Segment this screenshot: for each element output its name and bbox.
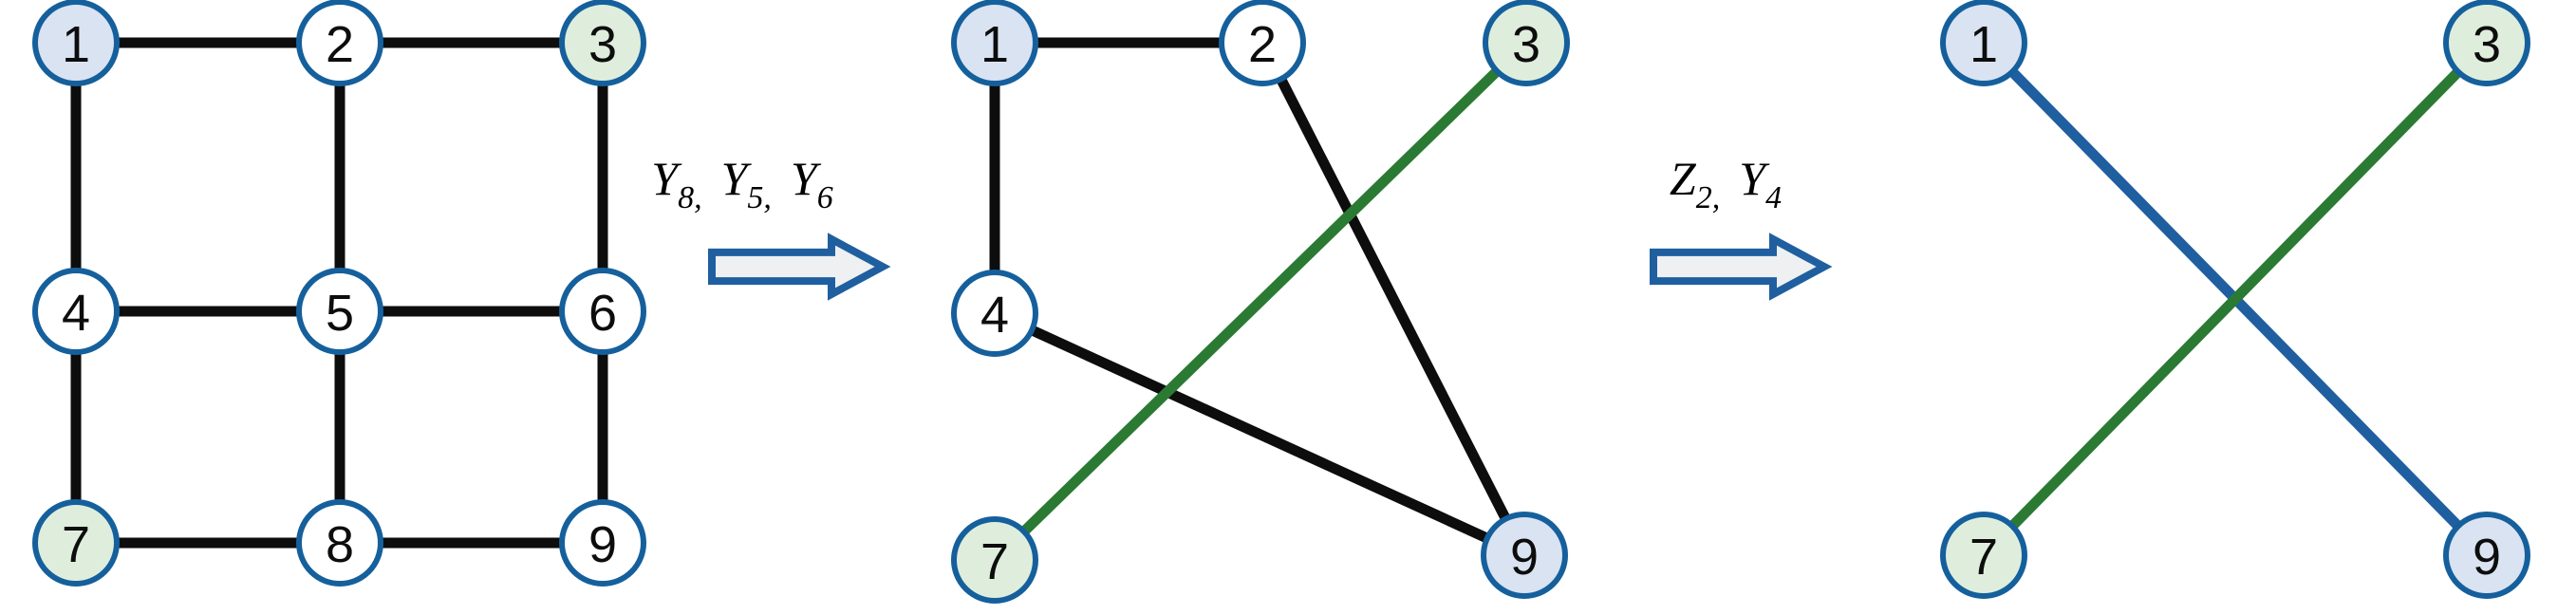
- transition-y8-y5-y6: Y8, Y5, Y6: [651, 152, 891, 301]
- node-label: 4: [62, 285, 90, 342]
- graph-node-6[interactable]: 6: [559, 268, 646, 355]
- transition-label: Z2, Y4: [1670, 152, 1782, 215]
- node-label: 1: [980, 16, 1009, 73]
- node-circle: [951, 0, 1038, 86]
- node-label: 9: [1510, 529, 1539, 586]
- node-circle: [559, 499, 646, 587]
- node-circle: [951, 270, 1038, 357]
- node-label: 1: [62, 16, 90, 73]
- graph-edge-m4-m9: [1028, 325, 1491, 544]
- transition-z2-y4: Z2, Y4: [1650, 152, 1833, 301]
- node-circle: [1219, 0, 1306, 86]
- node-circle: [32, 499, 120, 587]
- graph-node-3[interactable]: 3: [1483, 0, 1570, 86]
- graph-node-7[interactable]: 7: [32, 499, 120, 587]
- node-circle: [32, 0, 120, 86]
- graph-node-4[interactable]: 4: [32, 268, 120, 355]
- graph-edge-r3-r7: [2007, 66, 2464, 531]
- node-label: 3: [1512, 16, 1540, 73]
- graph-node-8[interactable]: 8: [296, 499, 383, 587]
- node-label: 2: [1248, 16, 1277, 73]
- node-label: 7: [62, 516, 90, 573]
- graph-edge-m3-m7: [1018, 65, 1503, 537]
- node-circle: [1483, 0, 1570, 86]
- transition-arrow-icon: [1650, 233, 1833, 301]
- nodes-layer: 1 2 3 4 5 6 7 8 9 1 2 3 4 7 9 1 3 7 9: [32, 0, 2530, 604]
- node-circle: [296, 499, 383, 587]
- node-circle: [296, 0, 383, 86]
- graph-node-1[interactable]: 1: [32, 0, 120, 86]
- node-label: 7: [1969, 529, 1998, 586]
- transition-arrow-icon: [708, 233, 891, 301]
- node-label: 4: [980, 287, 1009, 344]
- graph-node-7[interactable]: 7: [951, 516, 1038, 604]
- graph-node-9[interactable]: 9: [2443, 512, 2530, 599]
- graph-node-3[interactable]: 3: [559, 0, 646, 86]
- node-label: 9: [2473, 529, 2501, 586]
- graph-node-2[interactable]: 2: [296, 0, 383, 86]
- node-label: 2: [326, 16, 354, 73]
- node-label: 7: [980, 533, 1009, 590]
- node-circle: [1940, 0, 2027, 86]
- transitions-layer: Y8, Y5, Y6 Z2, Y4: [651, 152, 1833, 301]
- graph-node-9[interactable]: 9: [1481, 512, 1568, 599]
- graph-node-1[interactable]: 1: [951, 0, 1038, 86]
- node-circle: [2443, 0, 2530, 86]
- node-circle: [1940, 512, 2027, 599]
- node-label: 6: [588, 285, 617, 342]
- node-label: 5: [326, 285, 354, 342]
- node-circle: [1481, 512, 1568, 599]
- node-circle: [32, 268, 120, 355]
- graph-node-2[interactable]: 2: [1219, 0, 1306, 86]
- graph-node-1[interactable]: 1: [1940, 0, 2027, 86]
- node-circle: [559, 268, 646, 355]
- node-label: 8: [326, 516, 354, 573]
- graph-node-7[interactable]: 7: [1940, 512, 2027, 599]
- node-circle: [951, 516, 1038, 604]
- graph-node-5[interactable]: 5: [296, 268, 383, 355]
- graph-node-3[interactable]: 3: [2443, 0, 2530, 86]
- node-label: 1: [1969, 16, 1998, 73]
- node-circle: [296, 268, 383, 355]
- node-label: 3: [2473, 16, 2501, 73]
- transition-label: Y8, Y5, Y6: [651, 152, 833, 215]
- node-label: 3: [588, 16, 617, 73]
- edges-layer: [70, 37, 2464, 549]
- graph-edge-m2-m9: [1275, 75, 1512, 523]
- node-circle: [559, 0, 646, 86]
- graph-node-4[interactable]: 4: [951, 270, 1038, 357]
- node-circle: [2443, 512, 2530, 599]
- graph-node-9[interactable]: 9: [559, 499, 646, 587]
- node-label: 9: [588, 516, 617, 573]
